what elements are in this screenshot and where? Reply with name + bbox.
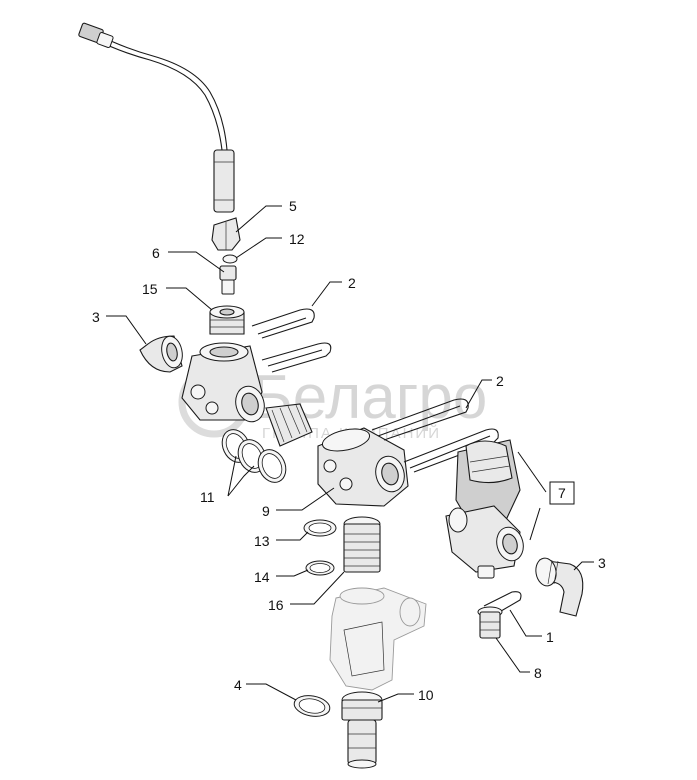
part-3-elbow-left — [139, 335, 183, 373]
lower-valve-body-ghost — [329, 587, 427, 691]
part-11-orings — [221, 429, 287, 483]
part-6-fitting — [219, 265, 237, 295]
part-12-washer — [222, 254, 238, 264]
callout-labels: 5 12 6 15 2 3 2 11 9 7 13 3 14 16 1 8 4 … — [92, 198, 606, 703]
sensor-cable-assembly — [78, 22, 235, 213]
part-15-bushing — [209, 305, 245, 335]
part-2-clip-lower — [371, 398, 499, 473]
cable-connector-collar — [96, 32, 114, 48]
callout-4: 4 — [234, 677, 242, 693]
callout-15: 15 — [142, 281, 158, 297]
part-5-nut — [211, 217, 241, 251]
callout-8: 8 — [534, 665, 542, 681]
callout-16: 16 — [268, 597, 284, 613]
part-2-clip-upper — [251, 308, 332, 373]
part-16-coupling — [343, 516, 381, 573]
part-1-clip — [483, 591, 522, 615]
part-8-fitting — [477, 606, 503, 639]
callout-13: 13 — [254, 533, 270, 549]
callout-3-left: 3 — [92, 309, 100, 325]
part-7-motor-valve — [445, 439, 524, 579]
callout-12: 12 — [289, 231, 305, 247]
upper-valve-body — [181, 342, 265, 423]
callout-7: 7 — [558, 485, 566, 501]
callout-5: 5 — [289, 198, 297, 214]
part-10-hose-fitting — [341, 691, 383, 769]
callout-10: 10 — [418, 687, 434, 703]
callout-1: 1 — [546, 629, 554, 645]
threaded-connector-middle — [265, 403, 313, 447]
part-9-middle-valve-body — [317, 427, 409, 507]
sensor-body — [213, 149, 235, 213]
callout-9: 9 — [262, 503, 270, 519]
callout-7-box — [549, 481, 575, 505]
callout-2-upper: 2 — [348, 275, 356, 291]
callout-11: 11 — [200, 489, 215, 505]
callout-14: 14 — [254, 569, 270, 585]
part-3-elbow-right — [535, 557, 584, 617]
leader-lines — [106, 205, 594, 703]
callout-3-right: 3 — [598, 555, 606, 571]
callout-6: 6 — [152, 245, 160, 261]
callout-2-lower: 2 — [496, 373, 504, 389]
